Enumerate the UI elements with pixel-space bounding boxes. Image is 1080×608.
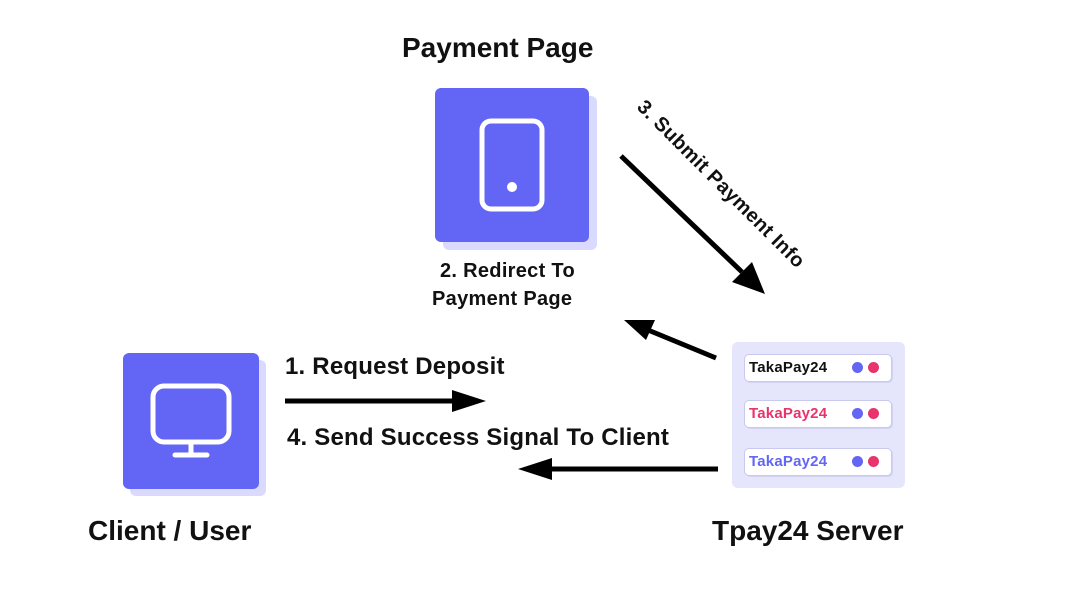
arrow-step-3 [619, 154, 765, 294]
step-4-label: 4. Send Success Signal To Client [287, 424, 670, 451]
server-row: TakaPay24 [744, 354, 892, 382]
status-dot-icon [852, 408, 863, 419]
client-node [123, 353, 266, 496]
server-row: TakaPay24 [744, 400, 892, 428]
monitor-icon [150, 383, 232, 458]
client-label: Client / User [88, 515, 252, 546]
status-dot-icon [852, 362, 863, 373]
step-2-label-line2: Payment Page [432, 288, 573, 310]
status-dot-icon [868, 362, 879, 373]
arrow-step-1 [285, 390, 486, 412]
arrow-step-4 [518, 458, 718, 480]
server-row-brand: TakaPay24 [749, 359, 828, 376]
server-row-brand: TakaPay24 [749, 405, 828, 422]
step-2-label-line1: 2. Redirect To [440, 260, 575, 282]
smartphone-icon [479, 118, 545, 212]
status-dot-icon [852, 456, 863, 467]
status-dot-icon [868, 408, 879, 419]
arrow-step-2 [624, 320, 717, 361]
server-row: TakaPay24 [744, 448, 892, 476]
payment-page-node [435, 88, 597, 250]
status-dot-icon [868, 456, 879, 467]
server-label: Tpay24 Server [712, 515, 904, 546]
step-1-label: 1. Request Deposit [285, 353, 505, 380]
server-node: TakaPay24 TakaPay24 TakaPay24 [732, 342, 905, 488]
server-row-brand: TakaPay24 [749, 453, 828, 470]
payment-page-title: Payment Page [402, 32, 594, 63]
